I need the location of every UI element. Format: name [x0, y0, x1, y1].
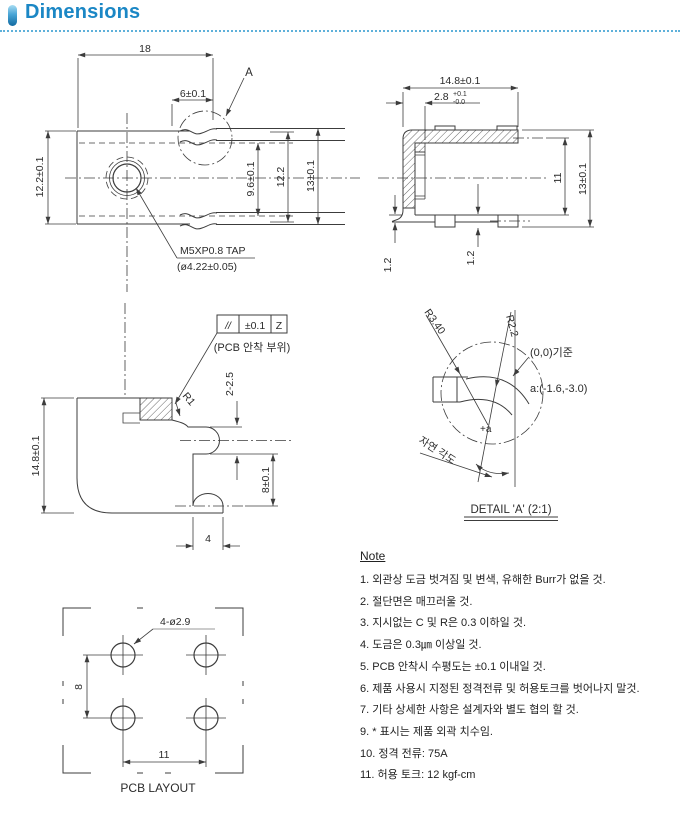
dim-height-left: 12.2±0.1	[34, 156, 46, 197]
note-item: 3. 지시없는 C 및 R은 0.3 이하일 것.	[360, 617, 527, 630]
dim-offset-tol-plus: +0.1	[453, 91, 467, 98]
note-item: 7. 기타 상세한 사항은 설계자와 별도 협의 할 것.	[360, 704, 579, 717]
note-item: 11. 허용 토크: 12 kgf-cm	[360, 769, 476, 782]
notes-section: Note 1. 외관상 도금 벗겨짐 및 변색, 유해한 Burr가 없을 것.…	[360, 549, 678, 787]
notes-list: 1. 외관상 도금 벗겨짐 및 변색, 유해한 Burr가 없을 것. 2. 절…	[360, 570, 678, 787]
pcb-layout-drawing: 4-ø2.9 8 11 PCB LAYOUT	[62, 607, 244, 795]
dim-thickness-left: 1.2	[382, 258, 394, 273]
dim-pin-offset: 8±0.1	[260, 467, 272, 493]
detail-a-title: DETAIL 'A' (2:1)	[470, 504, 551, 516]
dim-radius: R1	[180, 390, 198, 408]
front-view-linework	[45, 52, 360, 292]
detail-a-drawing: R3.40 R2.2 (0,0)기준 a:(-1.6,-3.0) +a 자연 각…	[416, 307, 587, 521]
dim-radius-inner: R2.2	[503, 314, 520, 339]
note-item: 6. 제품 사용시 지정된 정격전류 및 허용토크를 벗어나지 말것.	[360, 682, 640, 695]
dim-offset-tol-minus: -0.0	[453, 99, 465, 106]
side-view-linework	[378, 85, 594, 247]
notes-title: Note	[360, 549, 386, 563]
dim-offset-base: 2.8	[434, 91, 449, 103]
dim-height-inner: 11	[552, 172, 564, 183]
dim-width-tab: 6±0.1	[180, 88, 206, 100]
dim-height: 14.8±0.1	[30, 435, 42, 476]
pcb-dimensions	[84, 628, 215, 765]
dim-height-mid: 12.2	[275, 167, 287, 188]
note-item: 4. 도금은 0.3㎛ 이상일 것.	[360, 639, 482, 652]
fcf-tolerance: ±0.1	[245, 320, 266, 332]
tap-callout-line1: M5XP0.8 TAP	[180, 245, 246, 257]
note-item: 5. PCB 안착시 수평도는 ±0.1 이내일 것.	[360, 660, 546, 673]
pcb-holes	[83, 635, 226, 767]
fcf-note: (PCB 안착 부위)	[214, 341, 291, 354]
dim-thickness-mid: 1.2	[465, 251, 477, 266]
detail-a-linework	[419, 310, 558, 521]
page-header: Dimensions	[0, 0, 680, 34]
fcf-parallelism-symbol: //	[224, 320, 232, 332]
dim-pin-width: 4	[205, 533, 211, 545]
dim-pitch-h: 11	[159, 749, 170, 761]
note-item: 2. 절단면은 매끄러울 것.	[360, 595, 473, 608]
dim-holes: 4-ø2.9	[160, 616, 191, 628]
front-view-drawing: 18 6±0.1 A 12.2±0.1 9.6±0.1 12.2 13±0.1 …	[34, 43, 360, 292]
dim-pitch-v: 8	[73, 684, 85, 690]
origin-note: (0,0)기준	[530, 346, 573, 359]
note-item: 1. 외관상 도금 벗겨짐 및 변색, 유해한 Burr가 없을 것.	[360, 574, 606, 586]
dim-height-inner: 9.6±0.1	[245, 161, 257, 196]
header-bar-icon	[8, 5, 17, 26]
dim-width-total: 14.8±0.1	[440, 75, 481, 87]
note-item: 10. 정격 전류: 75A	[360, 747, 448, 760]
header-dotted-rule	[0, 30, 680, 32]
dim-slot: 2-2.5	[224, 372, 236, 396]
angle-note: 자연 각도	[416, 434, 458, 467]
tap-callout-line2: (ø4.22±0.05)	[177, 261, 237, 273]
page-title: Dimensions	[25, 1, 141, 23]
pcb-layout-title: PCB LAYOUT	[120, 781, 196, 795]
pcb-board-outline	[62, 607, 244, 774]
fcf-datum: Z	[276, 320, 283, 332]
center-point-label: +a	[480, 424, 492, 435]
section-view-linework	[41, 303, 292, 550]
dim-height-outer: 13±0.1	[577, 163, 589, 195]
dim-radius-outer: R3.40	[422, 307, 448, 337]
side-view-drawing: 14.8±0.1 2.8 +0.1 -0.0 11 13±0.1 1.2 1.2	[378, 75, 594, 273]
point-note: a:(-1.6,-3.0)	[530, 383, 587, 395]
section-view-drawing: // ±0.1 Z (PCB 안착 부위) R1 2-2.5 14.8±0.1 …	[30, 303, 292, 550]
note-item: 9. * 표시는 제품 외곽 치수임.	[360, 725, 493, 738]
dim-width-total: 18	[139, 43, 151, 55]
dim-height-outer: 13±0.1	[305, 160, 317, 192]
detail-callout-label: A	[245, 67, 253, 79]
